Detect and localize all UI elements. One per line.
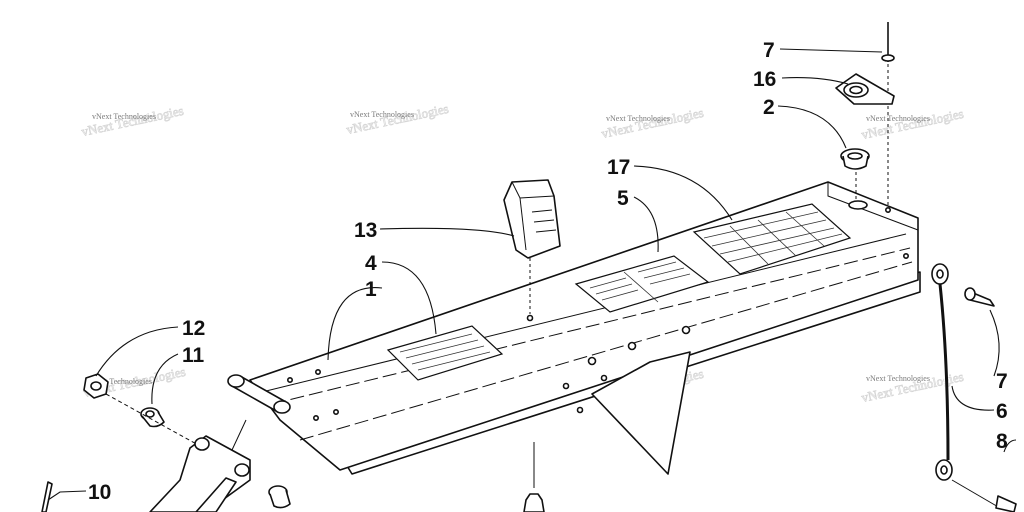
clip-13 (503, 179, 561, 314)
watermark-1: vNext Technologies (92, 112, 156, 121)
callout-8: 8 (996, 430, 1008, 453)
link-arm (149, 435, 251, 512)
callout-6: 6 (996, 400, 1008, 423)
decal-4 (386, 325, 504, 381)
decal-5 (574, 255, 710, 313)
callout-7-right: 7 (996, 370, 1008, 393)
watermark-bg-4: vNext Technologies (860, 106, 965, 142)
callout-7-top: 7 (763, 39, 775, 62)
watermark-4: vNext Technologies (866, 114, 930, 123)
callout-labels: 7 16 2 17 5 13 4 1 12 11 10 7 6 8 (88, 39, 1008, 504)
callout-13: 13 (354, 219, 377, 242)
bushing-11 (140, 407, 165, 428)
watermark-8: vNext Technologies (866, 374, 930, 383)
bracket-16 (835, 73, 895, 105)
callout-4: 4 (365, 252, 377, 275)
callout-11: 11 (182, 344, 205, 367)
callout-16: 16 (753, 68, 776, 91)
rivet-7-top (881, 22, 895, 206)
bolt-bottom (523, 442, 545, 512)
callout-5: 5 (617, 187, 629, 210)
decal-17 (692, 203, 852, 275)
leader-lines (47, 48, 1017, 501)
watermark-5: vNext Technologies (88, 377, 152, 386)
watermark-2: vNext Technologies (350, 110, 414, 119)
tether-6 (931, 263, 1017, 512)
watermark-3: vNext Technologies (606, 114, 670, 123)
grommet-2 (840, 148, 870, 200)
callout-12: 12 (182, 317, 205, 340)
callout-10: 10 (88, 481, 111, 504)
callout-2: 2 (763, 96, 775, 119)
callout-17: 17 (607, 156, 630, 179)
callout-1: 1 (365, 278, 377, 301)
pin-10 (41, 481, 53, 512)
bushing-lower (268, 485, 291, 509)
